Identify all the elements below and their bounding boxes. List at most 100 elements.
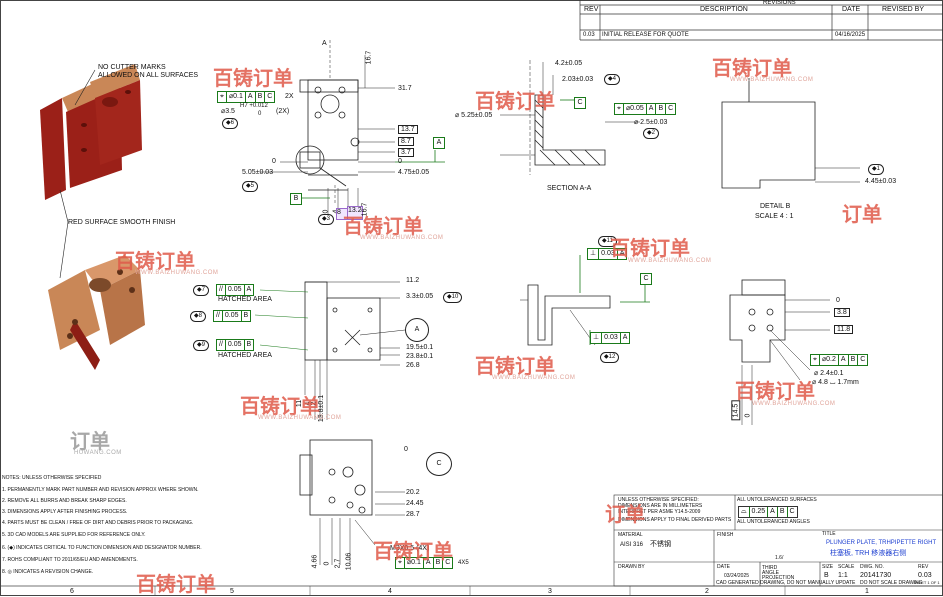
tb-title-label: TITLE [822,531,836,537]
fcf-perp-bottom: ⊥ 0.03 A [590,332,631,344]
datum-b-front: B [290,193,302,205]
datum-c-section: C [574,97,586,109]
balloon-2: ◆2 [643,128,659,139]
balloon-4: ◆4 [604,74,620,85]
tb-profile-fcf: ⌓ 0.25 A B C [738,506,798,518]
balloon-9: ◆9 [193,340,209,351]
watermark-url: WWW.BAIZHUWANG.COM [135,270,219,276]
iso-part-bottom [48,255,145,370]
thread-callout: M3X0.5 (4X) [390,545,430,552]
balloon-11: ◆11 [598,236,617,247]
iso-part-top [40,64,142,200]
dim-4x5: 4X5 [458,560,469,566]
position-icon: ⌖ [811,355,820,365]
hole-tolerance-low: 0 [258,111,262,117]
position-icon: ⌖ [218,92,227,102]
tb-scale: 1:1 [838,572,848,579]
tb-material: AISI 316 [620,542,644,548]
dim-zero-left: 0 [272,158,276,165]
watermark-logo: 百铸订单 [712,56,792,80]
revisions-title: REVISIONS [763,0,796,6]
hatched-area-1: HATCHED AREA [218,296,272,303]
notes-line-2: 2. REMOVE ALL BURRS AND BREAK SHARP EDGE… [2,498,127,504]
watermark-url: WWW.BAIZHUWANG.COM [258,415,342,421]
notes-line-7: 7. ROHS COMPLIANT TO 2011/65/EU AND AMEN… [2,557,138,563]
dim-3-7: 3.7 [398,148,414,157]
watermark-logo: 百铸订单 [240,394,320,418]
dim-24-45: 24.45 [406,500,424,507]
watermark-logo: 百铸订单 [475,89,555,113]
fcf-position-right: ⌖ ⌀0.2 A B C [810,354,869,366]
rev-description: INITIAL RELEASE FOR QUOTE [602,32,689,38]
profile-icon: ⌓ [739,507,750,517]
dim-zero-bv: 0 [404,446,408,453]
notes-line-1: 1. PERMANENTLY MARK PART NUMBER AND REVI… [2,487,199,493]
dim-v2-7: 2.7 [334,558,342,569]
balloon-7: ◆7 [193,285,209,296]
tb-interpret: INTERPRET PER ASME Y14.5-2009 [618,509,701,515]
balloon-6: ◆6 [222,118,238,129]
hatched-area-2: HATCHED AREA [218,352,272,359]
section-aa [500,60,640,175]
notes-line-0: NOTES: UNLESS OTHERWISE SPECIFIED [2,475,102,481]
dim-3-3: 3.3±0.05 [406,293,434,300]
zone-2: 2 [705,588,709,595]
fcf-position-front: ⌖ ⌀0.1 A B C [217,91,276,103]
rev-header: REV [584,6,599,13]
watermark-logo: 百铸订单 [115,249,195,273]
note-red-surface: RED SURFACE SMOOTH FINISH [68,219,176,226]
datum-c-bubble: C [426,452,452,476]
fcf-parallel-a: // 0.05 A [216,284,255,296]
dim-16-7: 16.7 [365,50,373,65]
dim-v0: 0 [322,209,330,214]
watermark-logo: 百铸订单 [610,236,690,260]
zone-4: 4 [388,588,392,595]
tb-dwg-label: DWG. NO. [860,564,884,570]
balloon-1: ◆1 [868,164,884,175]
notes-line-8: 8. ◎ INDICATES A REVISION CHANGE. [2,569,94,575]
label-2x-b: (2X) [276,108,290,115]
front-view [260,40,395,215]
tb-dwg: 20141730 [860,572,892,579]
dim-v10-06: 10.06 [345,552,353,571]
section-marker-a: A [322,40,327,47]
revised-by-header: REVISED BY [882,6,925,13]
tb-size-label: SIZE [822,564,834,570]
dim-31-7: 31.7 [398,85,412,92]
dim-v4-66: 4.66 [311,554,319,569]
tb-size: B [824,572,829,579]
watermark-logo: 百铸订单 [373,539,453,563]
notes-line-3: 3. DIMENSIONS APPLY AFTER FINISHING PROC… [2,509,128,515]
date-header: DATE [842,6,861,13]
dim-v13: 13.2 [347,206,363,220]
tb-dims-mm: DIMENSIONS ARE IN MILLIMETERS [618,503,703,509]
dim-2-03: 2.03±0.03 [562,76,594,83]
label-2x: 2X [285,93,294,100]
watermark-logo: 百铸订单 [475,354,555,378]
datum-a-bubble: A [405,318,429,342]
dim-11-8: 11.8 [834,325,854,334]
watermark-url: WWW.BAIZHUWANG.COM [360,235,444,241]
dim-phi-5-25: ⌀ 5.25±0.05 [455,112,493,119]
tb-all-un: ALL UNTOLERANCED ANGLES [737,519,810,525]
watermark-url: WWW.BAIZHUWANG.COM [752,401,836,407]
tb-rev: 0.03 [918,572,932,579]
watermark-logo: 订单 [605,502,645,526]
position-icon: ⌖ [615,104,624,114]
tb-all-tol: ALL UNTOLERANCED SURFACES [737,497,817,503]
fcf-perp-top: ⊥ 0.03 A [587,248,628,260]
dim-v0-rv: 0 [744,413,752,418]
fcf-position-section: ⌖ ⌀0.05 A B C [614,103,677,115]
dim-23-8: 23.8±0.1 [406,353,434,360]
rev-date: 04/16/2025 [835,32,866,38]
dim-26-8: 26.8 [406,362,420,369]
dim-28-7: 28.7 [406,511,420,518]
tb-cad: CAD GENERATED DRAWING, DO NOT MANUALLY U… [716,580,856,586]
rev-value: 0.03 [583,32,595,38]
tb-date-label: DATE [717,564,730,570]
bottom-view [299,439,405,565]
tb-rev-label: REV [918,564,929,570]
dim-20-2: 20.2 [406,489,420,496]
dim-11-2: 11.2 [406,277,420,284]
